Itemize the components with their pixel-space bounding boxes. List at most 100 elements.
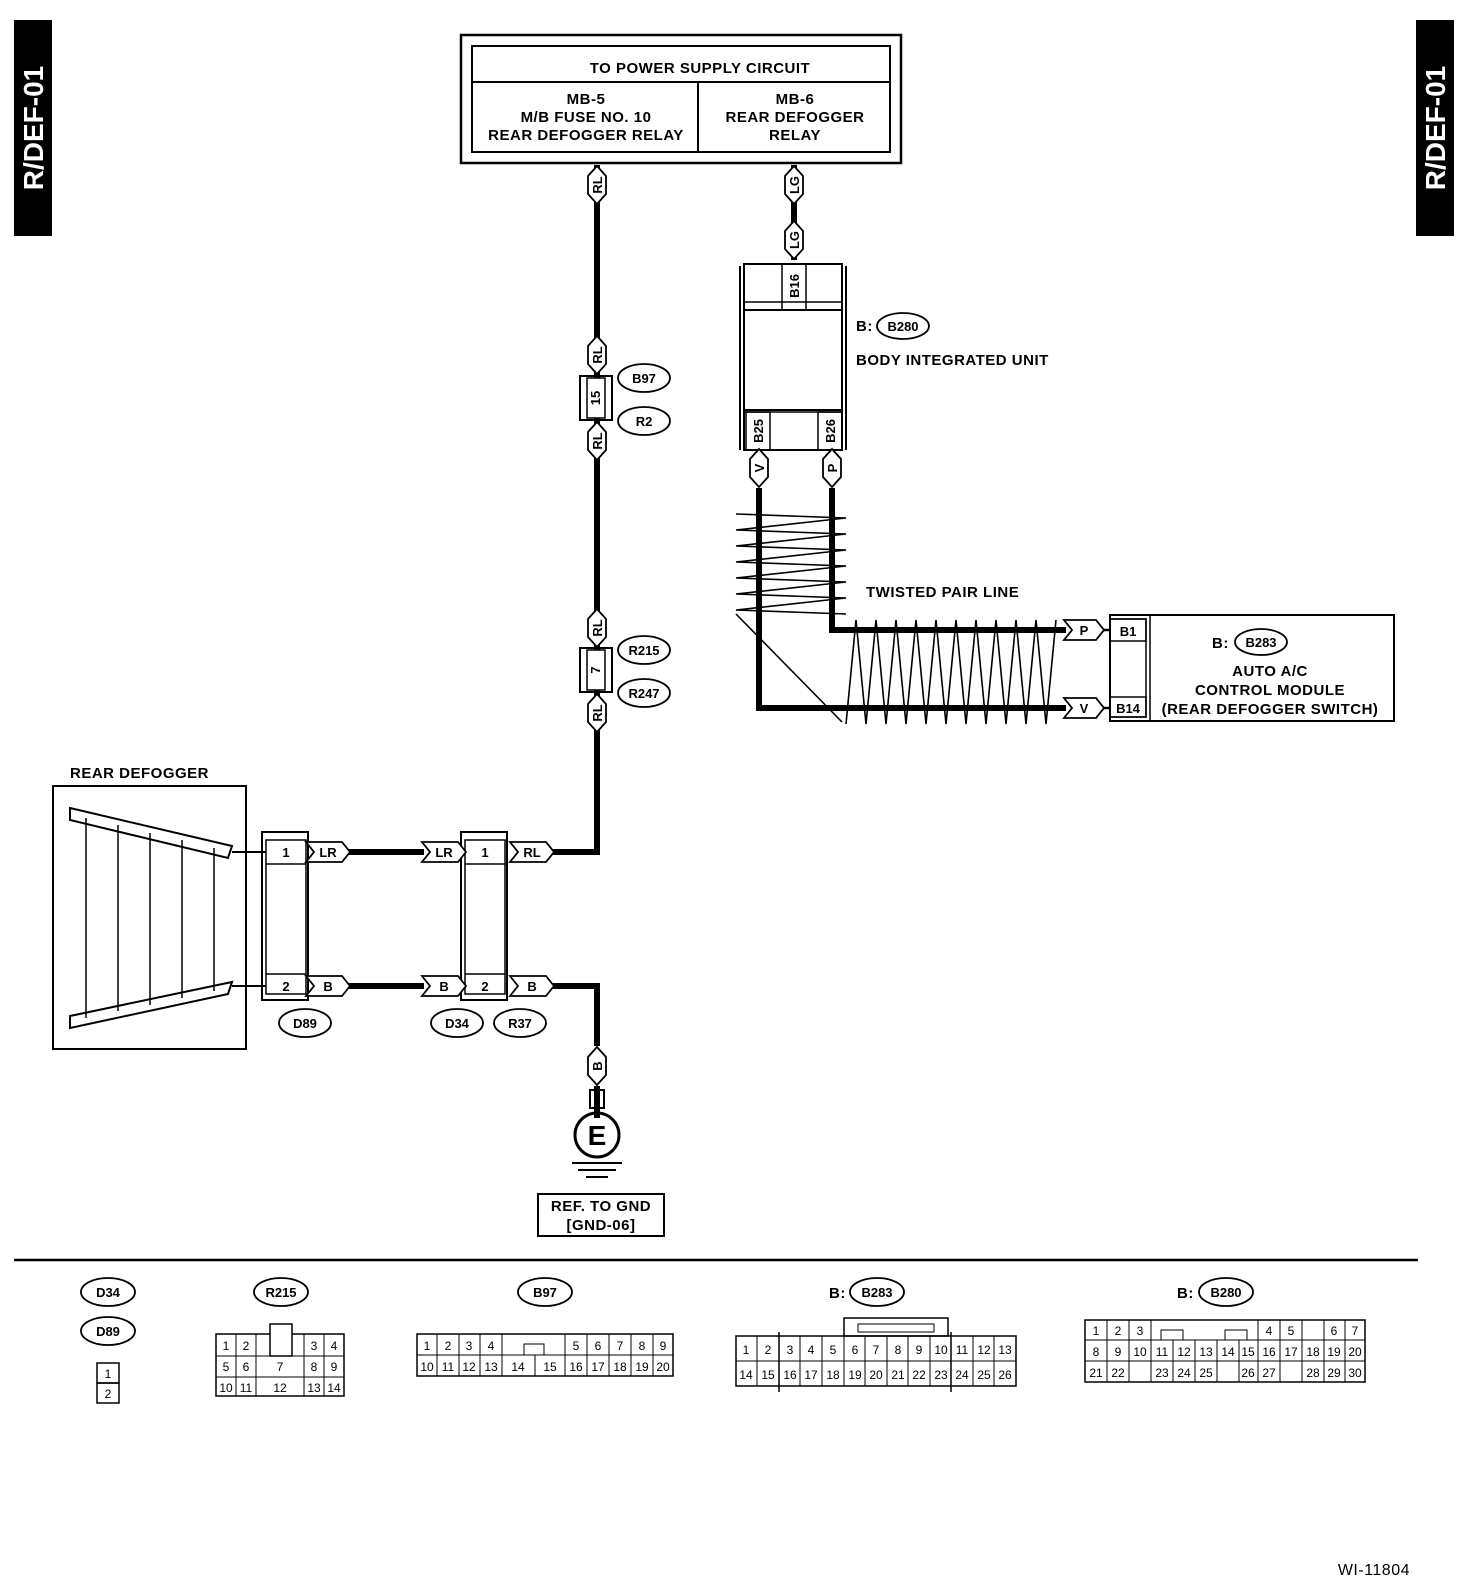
connector-label-d89: D89 xyxy=(278,1008,332,1038)
wire-tag-rl: RL xyxy=(587,165,607,205)
pin-number: 30 xyxy=(1348,1366,1362,1380)
svg-text:AUTO A/C: AUTO A/C xyxy=(1232,663,1308,680)
svg-text:1: 1 xyxy=(282,845,289,860)
svg-text:B283: B283 xyxy=(861,1285,892,1300)
svg-text:[GND-06]: [GND-06] xyxy=(566,1217,635,1234)
connector-block-d89: 1 2 xyxy=(261,831,309,1001)
svg-text:1: 1 xyxy=(481,845,488,860)
connector-b283: B283 xyxy=(1245,635,1276,650)
pin-number: 27 xyxy=(1262,1366,1276,1380)
wire-tag-b: B xyxy=(420,975,468,997)
wire-tag-rl: RL xyxy=(587,421,607,461)
pin-number: 1 xyxy=(1093,1324,1100,1338)
svg-text:D34: D34 xyxy=(445,1016,470,1031)
pin-number: 22 xyxy=(1111,1366,1125,1380)
pin-number: 16 xyxy=(783,1368,797,1382)
pin-number: 5 xyxy=(1288,1324,1295,1338)
connector-label-r215: R215 xyxy=(617,635,671,665)
svg-text:RL: RL xyxy=(590,176,605,193)
svg-text:MB-6: MB-6 xyxy=(776,91,815,108)
wire-tag-rl: RL xyxy=(587,608,607,648)
svg-text:2: 2 xyxy=(481,979,488,994)
pin-number: 6 xyxy=(1331,1324,1338,1338)
pin-number: 20 xyxy=(1348,1345,1362,1359)
power-supply-box: TO POWER SUPPLY CIRCUIT MB-5 M/B FUSE NO… xyxy=(459,33,903,165)
wire-tag-p: P xyxy=(822,448,842,488)
pin-number: 12 xyxy=(1177,1345,1191,1359)
pin-grid-b97: 1 2 3 4 5 6 7 8 9 10 11 12 13 14 15 16 1… xyxy=(416,1333,674,1377)
svg-text:B:: B: xyxy=(1177,1285,1194,1302)
svg-text:R215: R215 xyxy=(628,643,659,658)
connector-label-r2: R2 xyxy=(617,406,671,436)
wire-tag-lg: LG xyxy=(784,220,804,260)
svg-text:3: 3 xyxy=(466,1339,473,1353)
pin-grid-r215: 1 2 3 4 5 6 7 8 9 10 11 12 13 14 xyxy=(215,1323,345,1397)
svg-text:B: B xyxy=(439,979,448,994)
svg-text:5: 5 xyxy=(573,1339,580,1353)
svg-text:D34: D34 xyxy=(96,1285,121,1300)
wire-tag-b: B xyxy=(508,975,556,997)
pin-number: 6 xyxy=(852,1343,859,1357)
pin-number: 9 xyxy=(1115,1345,1122,1359)
pin-number: 19 xyxy=(848,1368,862,1382)
wire-tag-rl: RL xyxy=(587,693,607,733)
pin-number: 29 xyxy=(1327,1366,1341,1380)
pin-number: 22 xyxy=(912,1368,926,1382)
pin-grid-d: 1 2 xyxy=(96,1362,120,1404)
legend-label-b283: B:B283 xyxy=(829,1277,905,1307)
svg-text:3: 3 xyxy=(311,1339,318,1353)
pin-number: 7 xyxy=(1352,1324,1359,1338)
pin-number: 5 xyxy=(830,1343,837,1357)
legend-label-b280: B: B280 xyxy=(1177,1277,1254,1307)
pin-number: 20 xyxy=(869,1368,883,1382)
pin-number: 23 xyxy=(1155,1366,1169,1380)
svg-text:M/B FUSE NO. 10: M/B FUSE NO. 10 xyxy=(521,109,652,126)
svg-text:LR: LR xyxy=(435,845,453,860)
svg-text:14: 14 xyxy=(511,1360,525,1374)
svg-text:RL: RL xyxy=(590,346,605,363)
pin-number: 2 xyxy=(1115,1324,1122,1338)
svg-text:R2: R2 xyxy=(636,414,653,429)
side-tag-left: R/DEF-01 xyxy=(14,20,52,236)
svg-text:V: V xyxy=(752,463,767,472)
pin-b16: B16 xyxy=(787,274,802,298)
connector-label-b97: B97 xyxy=(617,363,671,393)
pin-number: 8 xyxy=(1093,1345,1100,1359)
wire-tag-v: V xyxy=(1062,697,1106,719)
legend-label-r215: R215 xyxy=(253,1277,309,1307)
svg-text:B:: B: xyxy=(1212,635,1229,652)
pin-number: 14 xyxy=(739,1368,753,1382)
wire-tag-b: B xyxy=(304,975,352,997)
svg-text:B280: B280 xyxy=(1210,1285,1241,1300)
svg-text:E: E xyxy=(588,1120,607,1151)
pin-number: 3 xyxy=(1137,1324,1144,1338)
svg-text:13: 13 xyxy=(307,1381,321,1395)
wire-tag-b: B xyxy=(587,1046,607,1086)
svg-text:CONTROL MODULE: CONTROL MODULE xyxy=(1195,682,1345,699)
pin-number: 26 xyxy=(998,1368,1012,1382)
svg-text:19: 19 xyxy=(635,1360,649,1374)
pin-number: 10 xyxy=(934,1343,948,1357)
twisted-pair-label: TWISTED PAIR LINE xyxy=(866,584,1019,601)
svg-text:11: 11 xyxy=(442,1360,455,1374)
svg-text:11: 11 xyxy=(240,1381,253,1395)
ground-reference: REF. TO GND [GND-06] xyxy=(537,1193,665,1237)
svg-text:20: 20 xyxy=(656,1360,670,1374)
svg-text:D89: D89 xyxy=(293,1016,317,1031)
biu-label: BODY INTEGRATED UNIT xyxy=(856,352,1049,369)
svg-text:15: 15 xyxy=(543,1360,557,1374)
svg-text:1: 1 xyxy=(105,1367,112,1381)
pin-number: 24 xyxy=(955,1368,969,1382)
pin-number: 1 xyxy=(743,1343,750,1357)
svg-text:7: 7 xyxy=(617,1339,624,1353)
svg-text:5: 5 xyxy=(223,1360,230,1374)
svg-text:P: P xyxy=(1080,623,1089,638)
wire-tag-lr: LR xyxy=(420,841,468,863)
pin-number: 12 xyxy=(977,1343,991,1357)
pin-number: 16 xyxy=(1262,1345,1276,1359)
svg-text:12: 12 xyxy=(462,1360,476,1374)
svg-text:RL: RL xyxy=(523,845,540,860)
pin-number: 21 xyxy=(891,1368,905,1382)
